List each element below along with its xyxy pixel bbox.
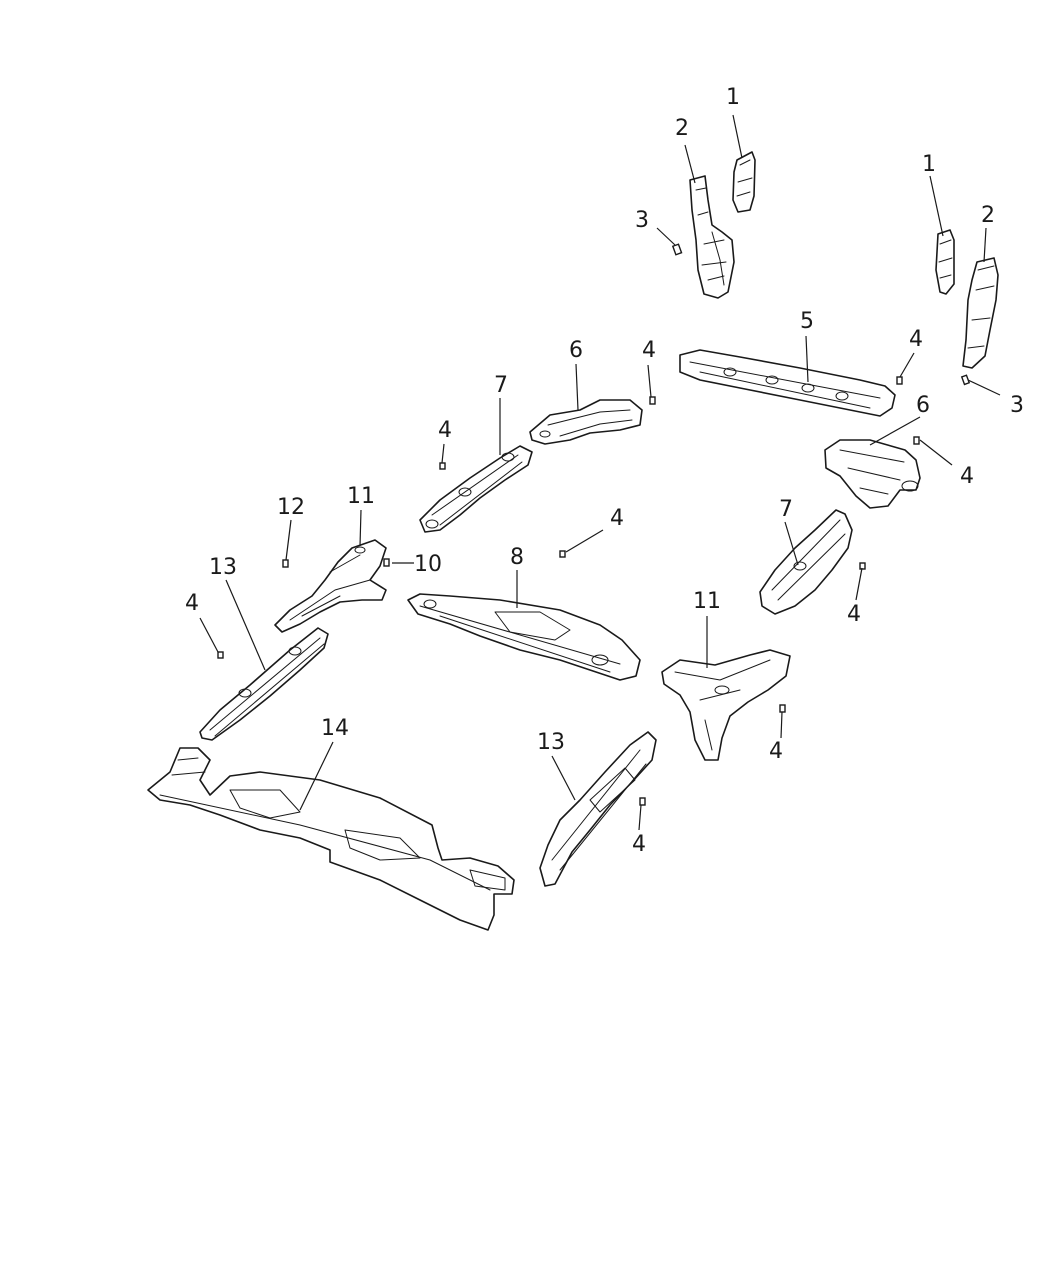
callout-4: 4 xyxy=(909,327,923,352)
callout-8: 8 xyxy=(510,545,524,570)
callout-2: 2 xyxy=(981,203,995,228)
part-1-left xyxy=(732,151,756,213)
part-2-left xyxy=(689,175,735,299)
callout-6: 6 xyxy=(569,338,583,363)
leader-lines xyxy=(199,114,1001,831)
callout-14: 14 xyxy=(321,716,349,741)
part-5-rail xyxy=(679,349,896,417)
callout-1: 1 xyxy=(922,152,936,177)
callout-1: 1 xyxy=(726,85,740,110)
callout-4: 4 xyxy=(438,418,452,443)
part-11-right xyxy=(661,649,791,761)
callout-4: 4 xyxy=(769,739,783,764)
fastener-3-left xyxy=(671,243,683,256)
callout-4: 4 xyxy=(632,832,646,857)
callout-6: 6 xyxy=(916,393,930,418)
part-8-crossmember xyxy=(407,593,641,681)
fastener-4-e xyxy=(559,550,566,558)
callout-11: 11 xyxy=(347,484,375,509)
fastener-10 xyxy=(383,558,390,567)
part-11-left xyxy=(274,539,387,633)
callout-4: 4 xyxy=(642,338,656,363)
callout-11: 11 xyxy=(693,589,721,614)
part-7-right xyxy=(759,509,853,615)
fastener-12 xyxy=(282,559,289,568)
part-14-crossmember xyxy=(147,747,515,931)
callout-7: 7 xyxy=(779,497,793,522)
fastener-4-b xyxy=(896,376,903,385)
part-13-left xyxy=(199,627,329,741)
callout-12: 12 xyxy=(277,495,305,520)
part-7-left xyxy=(419,445,533,533)
part-1-right xyxy=(935,229,955,295)
callout-labels: 1 2 3 1 2 3 5 4 6 4 7 4 6 4 4 12 11 10 8… xyxy=(185,85,1024,857)
fastener-4-c xyxy=(439,462,446,470)
callout-13: 13 xyxy=(537,730,565,755)
callout-7: 7 xyxy=(494,373,508,398)
part-13-right xyxy=(539,731,657,887)
callout-4: 4 xyxy=(610,506,624,531)
callout-5: 5 xyxy=(800,309,814,334)
callout-10: 10 xyxy=(414,552,442,577)
callout-4: 4 xyxy=(960,464,974,489)
part-2-right xyxy=(962,257,999,369)
callout-4: 4 xyxy=(185,591,199,616)
fastener-4-i xyxy=(639,797,646,806)
fastener-4-d xyxy=(913,436,920,445)
fastener-3-right xyxy=(960,374,971,386)
callout-3: 3 xyxy=(1010,393,1024,418)
fastener-4-f xyxy=(217,651,224,659)
callout-2: 2 xyxy=(675,116,689,141)
callout-13: 13 xyxy=(209,555,237,580)
callout-4: 4 xyxy=(847,602,861,627)
fastener-4-a xyxy=(649,396,656,405)
callout-3: 3 xyxy=(635,208,649,233)
part-6-left xyxy=(529,399,643,445)
fastener-4-h xyxy=(779,704,786,713)
fastener-4-g xyxy=(859,562,866,570)
part-6-right xyxy=(824,439,921,509)
